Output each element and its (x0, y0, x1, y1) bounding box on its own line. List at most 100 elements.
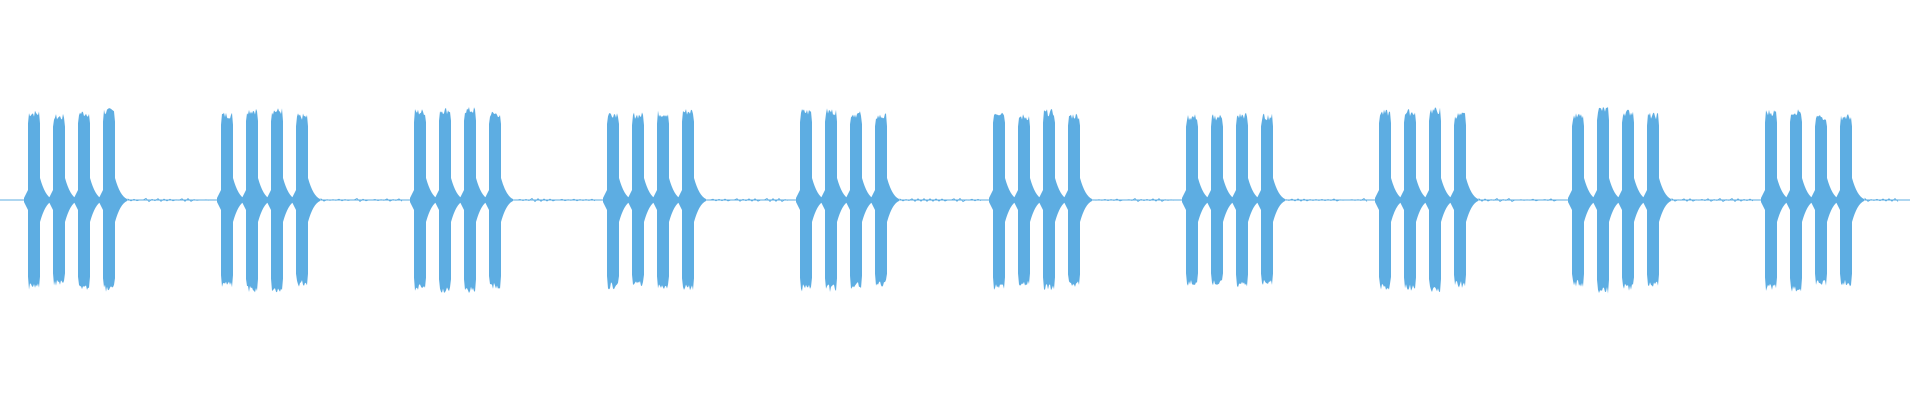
waveform-burst-tail (644, 178, 656, 222)
waveform-burst-tail (1273, 178, 1285, 222)
waveform-burst-onset (1593, 190, 1597, 210)
waveform-burst-tail (1223, 178, 1235, 222)
waveform-burst (464, 107, 476, 293)
waveform-burst-onset (846, 190, 850, 210)
waveform-burst-tail (65, 178, 77, 222)
waveform-burst-tail (837, 178, 849, 222)
waveform-burst-onset (24, 190, 28, 210)
waveform-burst-tail (476, 178, 488, 222)
waveform-burst (246, 108, 258, 293)
waveform-burst (103, 108, 115, 292)
waveform-burst (1572, 113, 1584, 287)
waveform-burst-onset (267, 190, 271, 210)
waveform-burst-onset (217, 190, 221, 210)
waveform-burst-tail (258, 178, 270, 222)
waveform-burst-onset (1786, 190, 1790, 210)
waveform-noise (513, 197, 596, 203)
waveform-burst-onset (603, 190, 607, 210)
waveform-burst-tail (451, 178, 463, 222)
waveform-burst-tail (1584, 178, 1596, 222)
waveform-burst-onset (460, 190, 464, 210)
waveform-burst (993, 112, 1005, 290)
waveform-burst-tail (862, 178, 874, 222)
waveform-noise (127, 197, 210, 203)
waveform-burst (296, 113, 308, 287)
waveform-burst-onset (1811, 190, 1815, 210)
waveform-burst-tail (694, 178, 706, 222)
waveform-burst-onset (242, 190, 246, 210)
waveform-burst (632, 112, 644, 286)
waveform-burst (78, 111, 90, 290)
waveform-burst-onset (1207, 190, 1211, 210)
waveform-burst (1454, 112, 1466, 288)
waveform-burst (1815, 115, 1827, 286)
waveform-burst-tail (426, 178, 438, 222)
waveform-burst-onset (1039, 190, 1043, 210)
waveform-burst-onset (1836, 190, 1840, 210)
waveform-noise (1671, 197, 1754, 203)
waveform-burst (1790, 109, 1802, 292)
waveform-burst-tail (1198, 178, 1210, 222)
waveform-burst-tail (233, 178, 245, 222)
waveform-noise (1864, 197, 1899, 202)
waveform-burst (53, 113, 65, 286)
waveform-burst (682, 109, 694, 291)
waveform-burst-tail (283, 178, 295, 222)
waveform-burst (1647, 112, 1659, 287)
waveform-burst-tail (308, 178, 320, 222)
waveform-burst-tail (40, 178, 52, 222)
waveform-noise (707, 197, 789, 203)
waveform-burst (1236, 112, 1248, 288)
waveform-burst-tail (812, 178, 824, 222)
waveform-burst (1043, 109, 1055, 291)
waveform-burst-onset (435, 190, 439, 210)
waveform-burst-tail (1802, 178, 1814, 222)
waveform-burst-tail (1827, 178, 1839, 222)
waveform-burst (1379, 109, 1391, 290)
waveform-burst (825, 108, 837, 293)
waveform-noise (320, 198, 403, 203)
waveform-burst-onset (1450, 190, 1454, 210)
waveform-burst (1429, 107, 1441, 293)
waveform-burst-tail (90, 178, 102, 222)
waveform-noise (899, 197, 982, 203)
waveform-burst (875, 113, 887, 287)
waveform-burst-tail (1005, 178, 1017, 222)
waveform-burst-onset (1568, 190, 1572, 210)
waveform-burst-onset (99, 190, 103, 210)
waveform-burst-tail (1080, 178, 1092, 222)
waveform-burst-onset (1232, 190, 1236, 210)
waveform-burst (1765, 109, 1777, 291)
waveform-burst (489, 111, 501, 289)
waveform-burst-onset (1618, 190, 1622, 210)
waveform-burst-tail (619, 178, 631, 222)
waveform-burst-onset (292, 190, 296, 210)
waveform-burst-onset (989, 190, 993, 210)
waveform-burst-tail (1248, 178, 1260, 222)
waveform-burst (1840, 114, 1852, 287)
waveform-burst-onset (74, 190, 78, 210)
waveform-burst-tail (1466, 178, 1478, 222)
waveform-burst (1597, 106, 1609, 294)
waveform-burst-onset (678, 190, 682, 210)
waveform-noise (1478, 197, 1560, 203)
waveform-burst-onset (1761, 190, 1765, 210)
waveform-burst (1404, 109, 1416, 291)
waveform-burst-onset (628, 190, 632, 210)
waveform-burst-tail (1659, 178, 1671, 222)
waveform-burst (1018, 114, 1030, 286)
waveform-burst-tail (1634, 178, 1646, 222)
waveform-burst-onset (1425, 190, 1429, 210)
waveform-burst (607, 113, 619, 290)
waveform-noise (1285, 197, 1368, 202)
waveform-burst-tail (669, 178, 681, 222)
waveform-burst (1261, 113, 1273, 285)
waveform-burst-tail (887, 178, 899, 222)
waveform-burst-onset (1014, 190, 1018, 210)
waveform-burst-onset (1375, 190, 1379, 210)
waveform-burst-tail (1441, 178, 1453, 222)
waveform-burst (221, 112, 233, 288)
waveform-burst (657, 110, 669, 289)
waveform-bursts (24, 106, 1899, 294)
